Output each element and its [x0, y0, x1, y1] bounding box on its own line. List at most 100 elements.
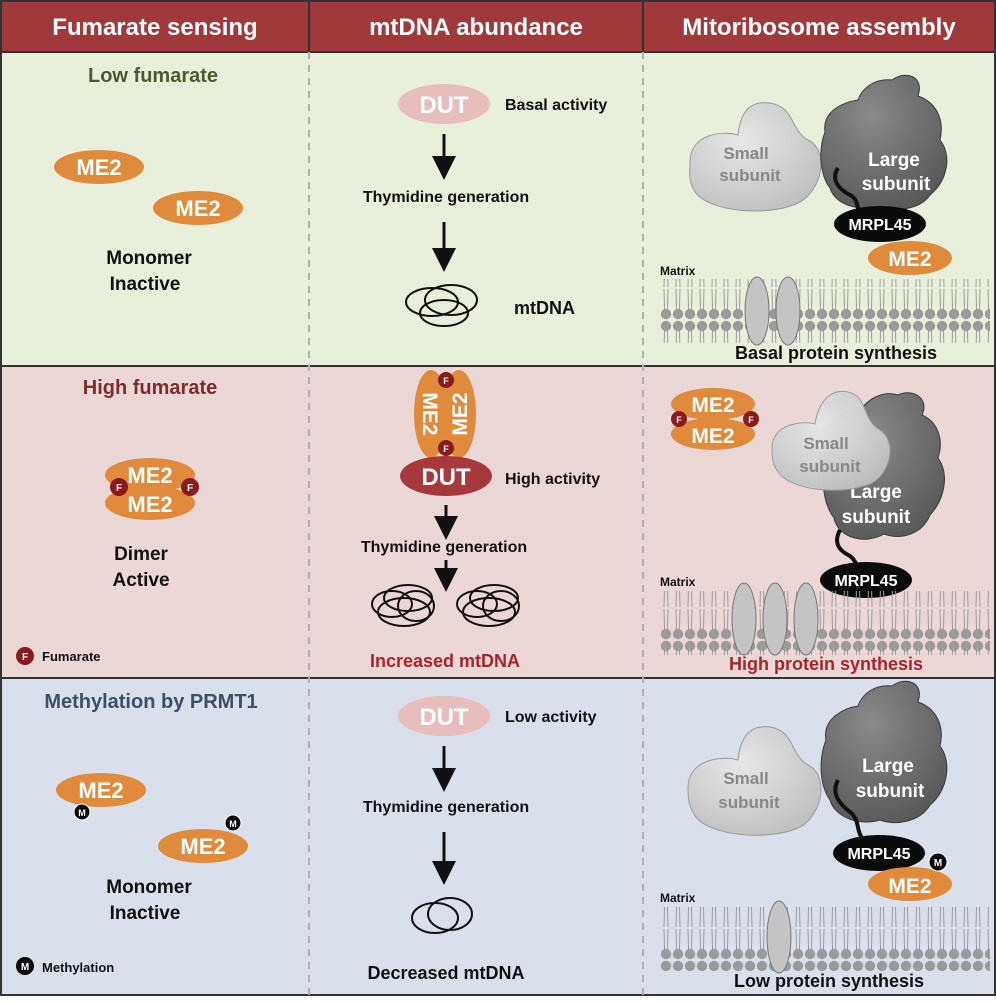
membrane-bilayer: [660, 907, 990, 971]
fumarate-letter: F: [676, 415, 682, 425]
mtdna-rings: [411, 897, 473, 934]
fumarate-letter: F: [187, 483, 193, 494]
row-low-fumarate-sensing: Low fumarate ME2 ME2 Monomer Inactive: [54, 65, 243, 295]
state-label: Dimer: [114, 544, 168, 565]
mtdna-rings: [371, 584, 520, 627]
thymidine-label: Thymidine generation: [361, 539, 527, 556]
row-meth-fumarate-sensing: Methylation by PRMT1 ME2 M ME2 M Monomer…: [16, 691, 258, 975]
activity-label: Low activity: [505, 709, 597, 726]
small-subunit-label: subunit: [719, 166, 781, 185]
small-subunit-label: Small: [803, 434, 848, 453]
thymidine-label: Thymidine generation: [363, 189, 529, 206]
row-high-fumarate-sensing: High fumarate ME2 ME2 F F Dimer Active F…: [16, 377, 217, 665]
state-label: Inactive: [110, 274, 181, 295]
methylation-legend-icon: [16, 957, 34, 975]
me2-label: ME2: [175, 196, 220, 221]
synthesis-label: Basal protein synthesis: [735, 343, 937, 363]
membrane-protein: [744, 276, 770, 346]
small-subunit: [689, 102, 822, 212]
mrpl45-label: MRPL45: [834, 573, 897, 590]
fumarate-letter: F: [443, 444, 449, 454]
state-label: Active: [112, 570, 169, 591]
large-subunit-label: Large: [862, 756, 914, 777]
membrane-protein: [731, 582, 757, 656]
mtdna-rings: [405, 284, 478, 327]
large-subunit-label: subunit: [842, 507, 911, 528]
me2-monomer: [153, 191, 243, 225]
row-high-mtdna: ME2 ME2 F F DUT High activity Thymidine …: [361, 370, 600, 671]
header-mtdna-abundance: mtDNA abundance: [369, 14, 583, 41]
methyl-letter: M: [934, 858, 942, 869]
large-subunit-label: subunit: [862, 174, 931, 195]
methylation-title: Methylation by PRMT1: [44, 691, 257, 713]
synthesis-label: Low protein synthesis: [734, 971, 924, 991]
membrane-protein: [775, 276, 801, 346]
me2-label: ME2: [76, 155, 121, 180]
me2-dimer-subunit: [671, 418, 755, 450]
large-subunit-label: Large: [868, 150, 920, 171]
synthesis-label: High protein synthesis: [729, 654, 923, 674]
me2-label: ME2: [180, 834, 225, 859]
state-label: Monomer: [106, 248, 192, 269]
row-meth-mtdna: DUT Low activity Thymidine generation De…: [363, 696, 597, 983]
small-subunit-label: subunit: [799, 457, 861, 476]
mrpl45: [820, 562, 912, 598]
membrane-protein: [793, 582, 819, 656]
me2-label: ME2: [888, 248, 931, 271]
row-meth-mitoribosome: Small subunit Large subunit MRPL45 ME2 M…: [660, 680, 990, 991]
membrane-protein: [766, 900, 792, 974]
large-subunit-label: subunit: [856, 781, 925, 802]
small-subunit: [771, 390, 891, 491]
mrpl45-tether: [833, 779, 864, 840]
mtdna-label: mtDNA: [514, 298, 575, 318]
dut-enzyme: [400, 456, 492, 496]
me2-dimer-subunit: [671, 388, 755, 420]
header-fumarate-sensing: Fumarate sensing: [52, 14, 257, 41]
me2-label: ME2: [449, 392, 472, 435]
dut-label: DUT: [419, 704, 469, 731]
header-bar: [0, 0, 996, 52]
large-subunit: [820, 680, 948, 824]
methylation-legend-label: Methylation: [42, 960, 114, 975]
methyl-letter: M: [229, 819, 237, 829]
fumarate-icon: [671, 411, 687, 427]
methyl-icon: [928, 852, 948, 872]
state-label: Inactive: [110, 903, 181, 924]
matrix-label: Matrix: [660, 575, 696, 589]
matrix-label: Matrix: [660, 891, 696, 905]
me2-dimer-subunit: [105, 486, 195, 520]
header-mitoribosome-assembly: Mitoribosome assembly: [682, 14, 956, 41]
dut-enzyme: [398, 696, 490, 736]
me2-dimer-subunit: [105, 458, 195, 492]
dut-enzyme: [398, 84, 490, 124]
row-high-mitoribosome: ME2 ME2 F F Large subunit Small subunit …: [660, 388, 990, 674]
methyl-letter: M: [78, 808, 86, 818]
fumarate-letter: F: [748, 415, 754, 425]
dut-label: DUT: [421, 464, 471, 491]
mrpl45-label: MRPL45: [847, 846, 910, 863]
row-low-mitoribosome: Small subunit Large subunit MRPL45 ME2 M…: [660, 74, 990, 363]
fumarate-icon: [743, 411, 759, 427]
membrane-bilayer: [660, 591, 990, 655]
me2-dimer-subunit: [414, 370, 448, 458]
methyl-icon: [224, 814, 242, 832]
fumarate-icon: [438, 372, 454, 388]
membrane-bilayer: [660, 279, 990, 343]
fumarate-icon: [181, 478, 199, 496]
me2-label: ME2: [691, 425, 734, 448]
small-subunit: [687, 726, 822, 836]
me2-label: ME2: [888, 875, 931, 898]
activity-label: Basal activity: [505, 97, 607, 114]
me2-bound: [868, 867, 952, 901]
me2-label: ME2: [418, 392, 441, 435]
fumarate-icon: [438, 440, 454, 456]
me2-label: ME2: [691, 394, 734, 417]
me2-bound: [868, 241, 952, 275]
me2-label: ME2: [127, 463, 172, 488]
fumarate-letter: F: [116, 483, 122, 494]
membrane-protein: [762, 582, 788, 656]
thymidine-label: Thymidine generation: [363, 799, 529, 816]
